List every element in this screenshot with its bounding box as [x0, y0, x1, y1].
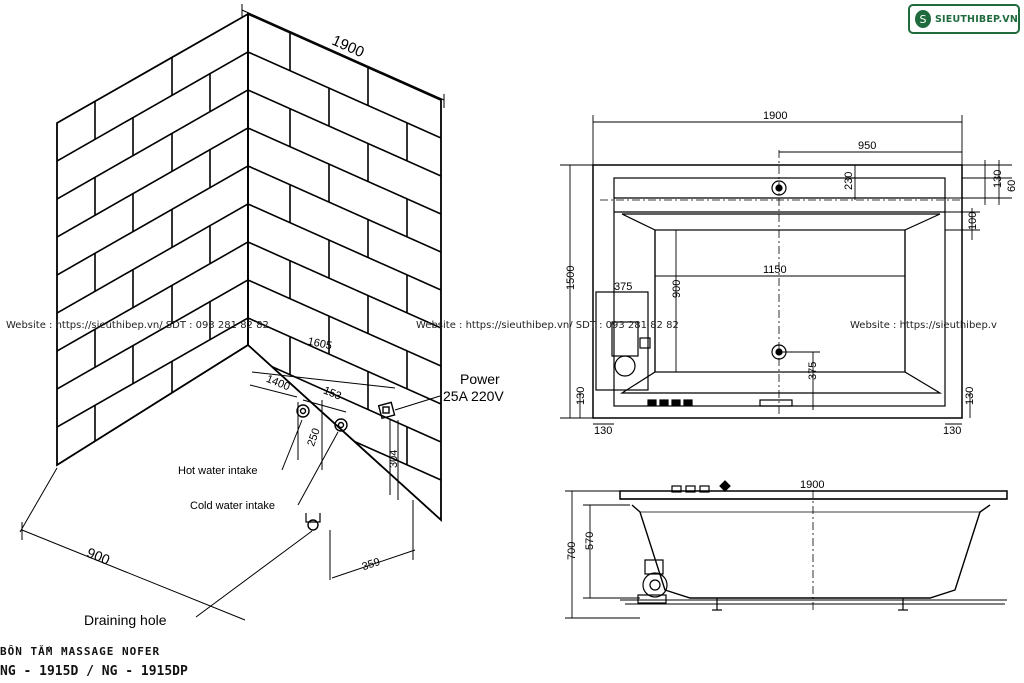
product-models: NG - 1915D / NG - 1915DP [0, 664, 188, 679]
dim-130-bottom-right: 130 [943, 425, 961, 437]
overflow-hole-icon [771, 180, 787, 196]
control-button [671, 399, 681, 406]
dim-250: 250 [305, 427, 323, 448]
control-panel [759, 399, 793, 407]
watermark-right: Website : https://sieuthibep.v [850, 320, 997, 331]
dim-700: 700 [566, 542, 578, 560]
dim-900-top: 900 [671, 280, 683, 298]
dim-100: 100 [967, 212, 979, 230]
dim-1605: 1605 [307, 336, 333, 353]
left-wall [56, 12, 249, 467]
iso-view [19, 4, 445, 621]
control-button [647, 399, 657, 406]
logo-text: SIEUTHIBEP.VN [934, 13, 1018, 25]
rim-jet [699, 485, 710, 493]
dim-130-left-side: 130 [575, 387, 587, 405]
dim-1900-top: 1900 [763, 110, 787, 122]
dim-130-right-side: 130 [964, 387, 976, 405]
drain-hole-icon [307, 519, 319, 531]
power-socket-icon [377, 401, 396, 420]
left-wall-bricks [57, 51, 248, 443]
hot-water-fitting-icon [296, 404, 310, 418]
dim-153: 153 [321, 385, 343, 403]
control-button [683, 399, 693, 406]
logo-s-icon: S [915, 10, 931, 28]
dim-950: 950 [858, 140, 876, 152]
rim-jet [685, 485, 696, 493]
right-wall-bricks [248, 33, 441, 481]
hot-water-label: Hot water intake [178, 465, 257, 477]
rim-jet [671, 485, 682, 493]
brand-logo[interactable]: S SIEUTHIBEP.VN [908, 4, 1020, 34]
dim-359: 359 [361, 556, 382, 573]
top-view [560, 115, 1012, 425]
tub-rim-outer [592, 164, 963, 419]
watermark-center: Website : https://sieuthibep.vn/ SDT : 0… [416, 320, 679, 331]
side-basin [631, 504, 991, 599]
watermark-left: Website : https://sieuthibep.vn/ SDT : 0… [6, 320, 269, 331]
dim-1500: 1500 [565, 266, 577, 290]
dim-130-top: 130 [992, 170, 1004, 188]
dim-375-top: 375 [614, 281, 632, 293]
tub-basin [619, 213, 943, 394]
dim-375-bottom: 375 [807, 362, 819, 380]
power-value: 25A 220V [443, 388, 504, 404]
side-view [565, 480, 1008, 619]
dim-1900-side: 1900 [800, 479, 824, 491]
drain-label: Draining hole [84, 612, 167, 628]
side-view-labels: 1900 700 570 [566, 479, 824, 560]
dim-1150: 1150 [763, 264, 787, 276]
dim-60: 60 [1006, 180, 1018, 192]
cold-water-label: Cold water intake [190, 500, 275, 512]
dim-304: 304 [388, 450, 400, 468]
cold-water-fitting-icon [334, 418, 348, 432]
rim-knob-icon [719, 480, 731, 492]
power-label: Power [460, 371, 500, 387]
pump-motor-icon [642, 572, 668, 598]
dim-570: 570 [584, 532, 596, 550]
product-title: BỒN TẮM MASSAGE NOFER [0, 645, 161, 658]
right-wall [247, 12, 442, 523]
top-view-labels: 1900 950 230 130 60 100 1500 1150 375 90… [565, 110, 1018, 437]
dim-230: 230 [843, 172, 855, 190]
control-button [659, 399, 669, 406]
dim-130-bottom-left: 130 [594, 425, 612, 437]
